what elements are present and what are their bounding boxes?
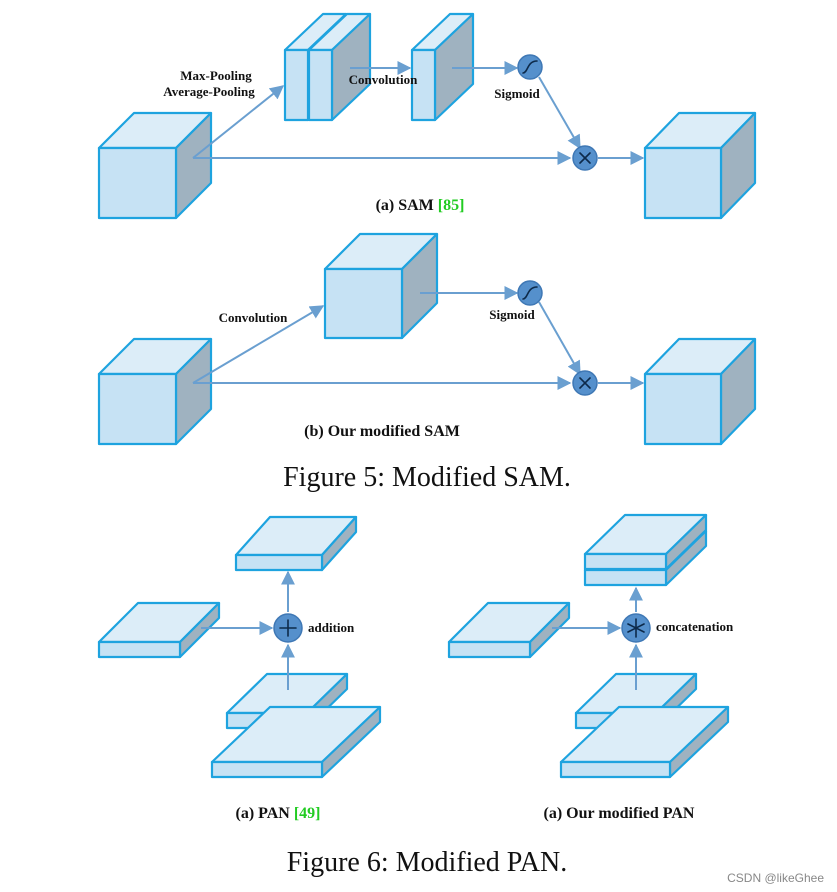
msam-output-cube: [643, 337, 757, 446]
msam-arrow-to-conv: [192, 305, 325, 384]
figure6-title: Figure 6: Modified PAN.: [287, 847, 568, 878]
pan-diagram: addition (a) PAN [49]: [97, 515, 382, 822]
pan-bottom-slab-large: [210, 705, 382, 779]
msam-conv-label: Convolution: [219, 310, 288, 325]
sam-sigmoid-icon: [517, 54, 543, 80]
sam-multiply-icon: [572, 145, 598, 171]
sam-citation: [85]: [438, 197, 465, 214]
mpan-lateral-slab: [447, 601, 571, 659]
mpan-op-label: concatenation: [656, 619, 734, 634]
pan-lateral-slab: [97, 601, 221, 659]
sam-input-cube: [97, 111, 213, 220]
sam-arrow-to-pooling: [192, 85, 285, 159]
sam-diagram: Max-Pooling Average-Pooling Convolution …: [97, 12, 757, 220]
msam-sigmoid-icon: [517, 280, 543, 306]
sam-arrow-sigmoid-to-multiply: [538, 76, 581, 150]
msam-conv-cube: [323, 232, 439, 340]
sam-caption: (a) SAM [85]: [376, 197, 465, 214]
sam-output-cube: [643, 111, 757, 220]
pan-output-slab: [234, 515, 358, 572]
pan-addition-icon: [273, 613, 303, 643]
sam-sigmoid-label: Sigmoid: [494, 86, 540, 101]
sam-pooled-map-2: [307, 12, 372, 122]
mpan-bottom-slab-large: [559, 705, 730, 779]
msam-caption: (b) Our modified SAM: [304, 423, 460, 440]
pan-caption: (a) PAN [49]: [235, 805, 320, 822]
msam-input-cube: [97, 337, 213, 446]
csdn-watermark: CSDN @likeGhee: [727, 871, 824, 885]
sam-avgpool-label: Average-Pooling: [163, 84, 255, 99]
modified-sam-diagram: Convolution Sigmoid (b) Our modified SAM: [97, 232, 757, 446]
msam-arrow-sigmoid-to-multiply: [538, 301, 581, 376]
sam-maxpool-label: Max-Pooling: [180, 68, 252, 83]
msam-sigmoid-label: Sigmoid: [489, 307, 535, 322]
mpan-output-slab-upper: [583, 513, 708, 571]
msam-multiply-icon: [572, 370, 598, 396]
pan-op-label: addition: [308, 620, 355, 635]
pan-citation: [49]: [294, 805, 321, 822]
mpan-caption: (a) Our modified PAN: [544, 805, 695, 822]
sam-conv-label: Convolution: [349, 72, 418, 87]
modified-pan-diagram: concatenation (a) Our modified PAN: [447, 513, 734, 822]
mpan-concatenation-icon: [621, 613, 651, 643]
figure5-title: Figure 5: Modified SAM.: [283, 462, 571, 493]
